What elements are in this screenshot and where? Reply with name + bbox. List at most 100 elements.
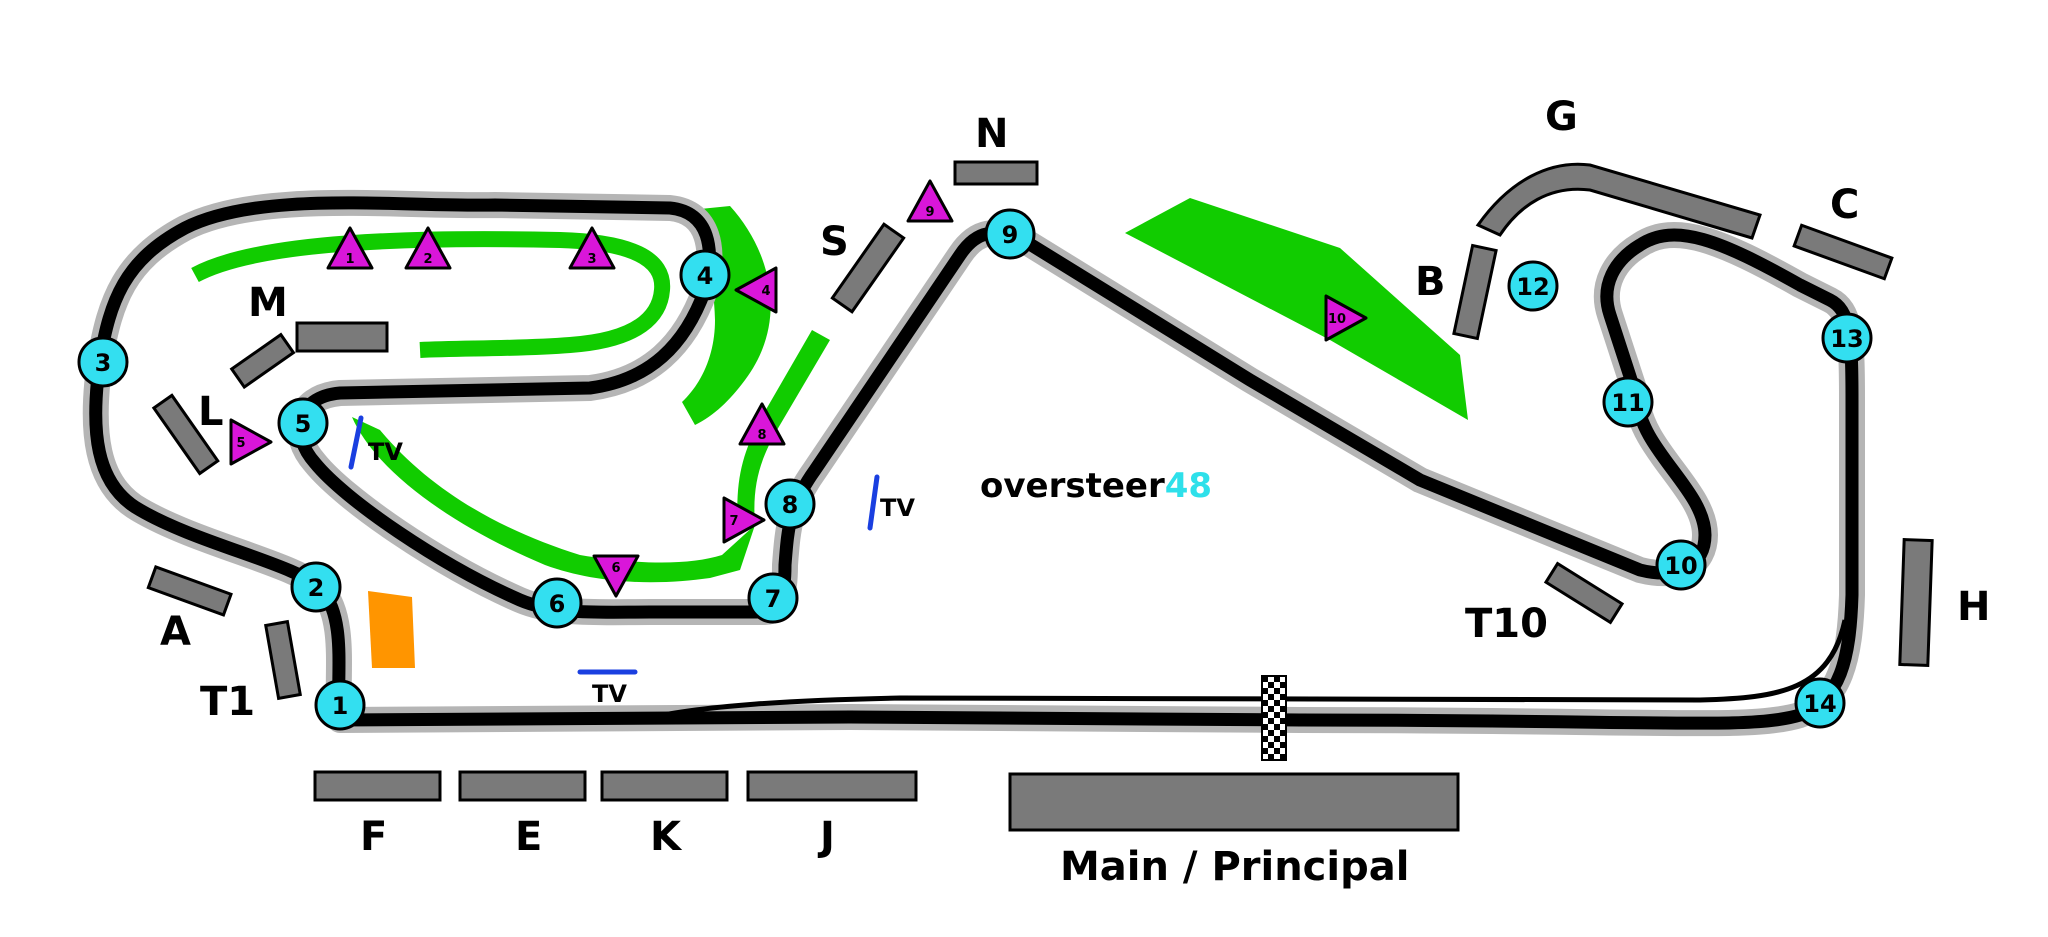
circle-number-icon: 5 [277,397,329,449]
stand-label-f: F [360,814,387,860]
triangle-marker-icon: 6 [592,554,640,598]
triangle-marker-icon: 3 [568,226,616,270]
triangle-marker-icon: 4 [734,266,778,314]
stand-label-l: L [198,389,224,435]
circle-number-icon: 4 [679,249,731,301]
stand-a [146,564,233,617]
corner-label-9: 9 [1002,221,1019,249]
stand-e [458,770,587,802]
marshal-posts: 1 2 3 4 5 6 7 8 9 10 [229,179,1368,598]
marshal-label-4: 4 [761,284,770,299]
tv-marker-2 [867,474,880,531]
circle-number-icon: 9 [984,208,1036,260]
stand-h [1898,537,1934,668]
grandstands [146,160,1934,832]
stand-m1 [229,332,296,390]
circle-number-icon: 14 [1794,677,1846,729]
corner-markers: 1 2 3 4 5 6 7 8 9 10 11 12 13 14 [77,208,1873,731]
stand-label-c: C [1830,182,1859,228]
corner-label-4: 4 [697,262,714,290]
marshal-label-10: 10 [1328,312,1346,327]
circle-number-icon: 11 [1602,376,1654,428]
stand-t1 [264,619,302,701]
stand-label-b: B [1415,259,1446,305]
stand-f [313,770,442,802]
marshal-label-2: 2 [423,252,432,267]
stand-label-e: E [515,814,542,860]
marshal-label-7: 7 [729,514,738,529]
circle-number-icon: 12 [1507,260,1559,312]
stand-b [1452,243,1498,341]
stand-label-h: H [1957,584,1990,630]
circle-number-icon: 7 [747,572,799,624]
stand-label-a: A [160,609,191,655]
triangle-marker-icon: 10 [1324,294,1368,342]
marshal-label-3: 3 [587,252,596,267]
stand-label-main: Main / Principal [1060,844,1409,890]
circle-number-icon: 3 [77,336,129,388]
circle-number-icon: 1 [314,679,366,731]
corner-label-5: 5 [295,410,312,438]
track-asphalt [89,196,1859,730]
stand-c [1792,223,1894,281]
corner-label-2: 2 [308,574,325,602]
stand-label-s: S [820,219,849,265]
stand-j [746,770,918,802]
triangle-marker-icon: 7 [722,496,766,544]
circle-number-icon: 8 [764,478,816,530]
stand-main [1008,772,1460,832]
runoff-turn4 [682,206,771,425]
tv-label-1: TV [368,438,403,466]
stand-label-n: N [975,111,1008,157]
track [82,189,1865,737]
tv-label-2: TV [880,494,915,522]
stand-n [953,160,1039,186]
stand-g [1475,162,1762,240]
marshal-label-8: 8 [757,428,766,443]
brand-part2: 48 [1165,466,1212,506]
runoff-turn5-7 [352,417,755,583]
stand-k [600,770,729,802]
tv-positions: TV TV TV [348,415,915,708]
corner-label-7: 7 [765,585,782,613]
track-edge [82,189,1865,737]
circle-number-icon: 2 [290,561,342,613]
stand-label-g: G [1545,94,1578,140]
brand-part1: oversteer [980,466,1165,506]
triangle-marker-icon: 9 [906,179,954,223]
stand-label-t10: T10 [1465,601,1548,647]
corner-label-8: 8 [782,491,799,519]
pit-lane [639,619,1848,723]
stand-m2 [295,321,389,353]
marshal-label-6: 6 [611,561,620,576]
circle-number-icon: 6 [531,577,583,629]
stand-label-k: K [650,814,683,860]
corner-label-12: 12 [1516,273,1549,301]
stand-t10 [1543,561,1625,625]
triangle-marker-icon: 5 [229,418,273,466]
circle-number-icon: 10 [1655,539,1707,591]
brand-logo: oversteer48 [980,466,1212,506]
corner-label-14: 14 [1803,690,1836,718]
corner-label-1: 1 [332,692,349,720]
orange-area [368,591,415,668]
corner-label-13: 13 [1830,325,1863,353]
marshal-label-1: 1 [345,252,354,267]
tv-marker-1 [348,415,364,470]
corner-label-11: 11 [1611,389,1644,417]
checkered-flag-icon [1261,675,1287,761]
triangle-marker-icon: 2 [404,226,452,270]
circle-number-icon: 13 [1821,312,1873,364]
triangle-marker-icon: 1 [326,226,374,270]
corner-label-6: 6 [549,590,566,618]
corner-label-10: 10 [1664,552,1697,580]
runoff-turn10 [1125,198,1468,420]
stand-s [830,222,906,314]
corner-label-3: 3 [95,349,112,377]
triangle-marker-icon: 8 [738,402,786,446]
marshal-label-5: 5 [236,436,245,451]
stand-label-t1: T1 [200,679,255,725]
stand-label-j: J [817,814,835,860]
stand-labels: A T1 L M S N G B C H T10 F E K J Main / … [160,94,1990,890]
